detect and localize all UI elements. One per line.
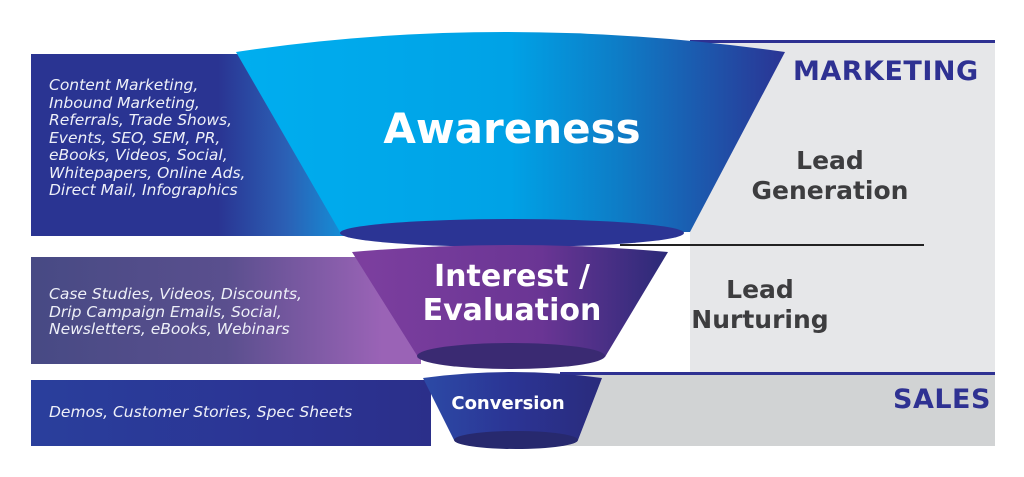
- conversion-funnel-section: [423, 372, 602, 449]
- interest-funnel-section: [352, 245, 668, 369]
- tactic-line: Direct Mail, Infographics: [49, 181, 238, 199]
- tactic-line: Whitepapers, Online Ads,: [49, 163, 246, 182]
- tactic-line: Newsletters, eBooks, Webinars: [49, 320, 290, 338]
- lead-generation-label: Lead Generation: [751, 146, 909, 205]
- awareness-funnel-section: [236, 32, 785, 247]
- sales-panel: [560, 372, 995, 446]
- interest-tactics-box: Case Studies, Videos, Discounts, Drip Ca…: [31, 257, 421, 364]
- conversion-tactics-box: Demos, Customer Stories, Spec Sheets: [31, 380, 431, 446]
- tactic-line: Referrals, Trade Shows,: [49, 111, 233, 129]
- conversion-label: Conversion: [451, 393, 565, 414]
- marketing-label: MARKETING: [793, 56, 979, 87]
- lead-nurturing-label: Lead Nurturing: [691, 275, 829, 334]
- tactic-line: Content Marketing,: [49, 76, 199, 94]
- interest-evaluation-label: Interest / Evaluation: [422, 259, 602, 328]
- tactic-line: eBooks, Videos, Social,: [49, 146, 228, 164]
- tactic-line: Drip Campaign Emails, Social,: [49, 302, 282, 321]
- sales-label: SALES: [893, 384, 991, 415]
- awareness-label: Awareness: [383, 104, 641, 153]
- phase-divider: [620, 244, 924, 246]
- tactic-line: Inbound Marketing,: [49, 93, 200, 112]
- tactic-line: Case Studies, Videos, Discounts,: [49, 285, 302, 303]
- tactic-line: Demos, Customer Stories, Spec Sheets: [49, 403, 353, 421]
- tactic-line: Events, SEO, SEM, PR,: [49, 128, 221, 147]
